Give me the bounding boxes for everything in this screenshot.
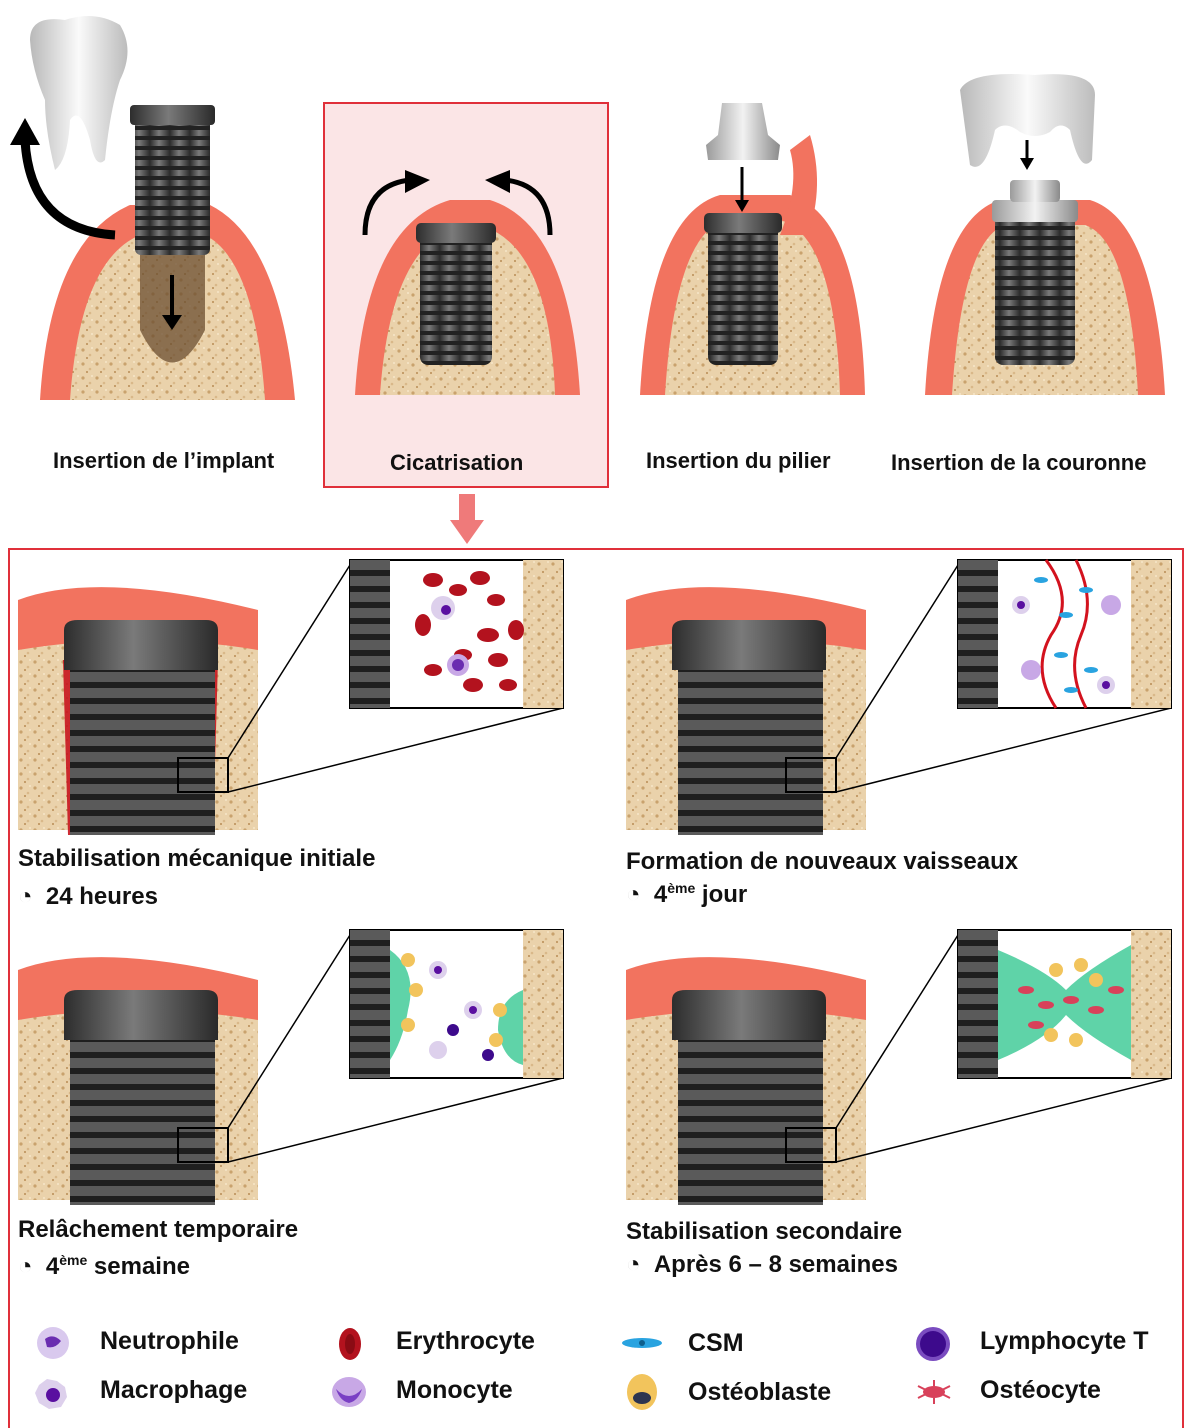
stage-time-4-prefix: Après 6 – 8 semaines	[654, 1251, 898, 1278]
step-label-crown: Insertion de la couronne	[891, 450, 1146, 476]
step-label-implant: Insertion de l’implant	[53, 448, 274, 474]
stage-title-1: Stabilisation mécanique initiale	[18, 845, 375, 873]
legend-msc: CSM	[688, 1329, 744, 1358]
osteoblast-icon	[624, 1372, 660, 1412]
legend-macrophage: Macrophage	[100, 1376, 247, 1405]
stage-time-1: ◔ 24 heures	[18, 882, 158, 911]
neutrophil-icon	[35, 1325, 71, 1361]
monocyte-icon	[330, 1375, 368, 1409]
down-arrow-icon	[450, 494, 484, 544]
stage-illustration-2	[626, 560, 1174, 840]
stage-illustration-1	[18, 560, 566, 840]
stage-time-2-sup: ème	[667, 880, 695, 896]
stage-title-4: Stabilisation secondaire	[626, 1218, 902, 1246]
stage-illustration-4	[626, 930, 1174, 1210]
stage-time-4: ◔ Après 6 – 8 semaines	[626, 1250, 898, 1279]
stopwatch-icon: ◔	[626, 881, 641, 908]
crown-insertion-illustration	[920, 70, 1170, 415]
erythrocyte-icon	[335, 1325, 365, 1363]
healing-illustration	[340, 165, 600, 415]
msc-icon	[620, 1333, 664, 1353]
osteocyte-icon	[916, 1380, 952, 1404]
step-label-healing: Cicatrisation	[390, 450, 523, 476]
legend-monocyte: Monocyte	[396, 1376, 513, 1405]
legend-neutrophil: Neutrophile	[100, 1327, 239, 1356]
stage-title-3: Relâchement temporaire	[18, 1216, 298, 1244]
legend-osteocyte: Ostéocyte	[980, 1376, 1101, 1405]
stage-time-3-suffix: semaine	[87, 1253, 190, 1280]
implant-insertion-illustration	[10, 10, 310, 420]
step-label-abutment: Insertion du pilier	[646, 448, 831, 474]
stage-time-3-sup: ème	[59, 1252, 87, 1268]
stage-time-2: ◔ 4ème jour	[626, 880, 747, 909]
legend-osteoblast: Ostéoblaste	[688, 1378, 831, 1407]
stage-title-2: Formation de nouveaux vaisseaux	[626, 848, 1018, 876]
stopwatch-icon: ◔	[18, 883, 33, 910]
macrophage-icon	[33, 1375, 71, 1411]
stopwatch-icon: ◔	[18, 1253, 33, 1280]
abutment-insertion-illustration	[630, 95, 880, 415]
t-lymphocyte-icon	[914, 1325, 952, 1363]
stage-illustration-3	[18, 930, 566, 1210]
stage-time-3-prefix: 4	[46, 1253, 59, 1280]
stopwatch-icon: ◔	[626, 1251, 641, 1278]
stage-time-3: ◔ 4ème semaine	[18, 1252, 190, 1281]
legend-t-lymphocyte: Lymphocyte T	[980, 1327, 1149, 1356]
stage-time-2-prefix: 4	[654, 881, 667, 908]
stage-time-1-prefix: 24 heures	[46, 883, 158, 910]
stage-time-2-suffix: jour	[695, 881, 747, 908]
legend-erythrocyte: Erythrocyte	[396, 1327, 535, 1356]
